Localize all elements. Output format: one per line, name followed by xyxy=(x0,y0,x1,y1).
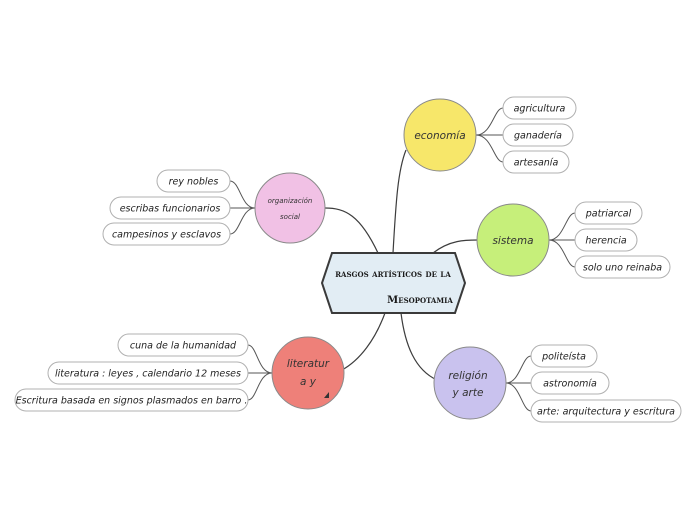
sistema-label: sistema xyxy=(492,235,533,247)
organizacion-leaf-connectors xyxy=(229,180,256,235)
organizacion-circle xyxy=(254,172,326,244)
religion-label-line2: y arte xyxy=(452,387,484,399)
leaf-ganaderia[interactable]: ganadería xyxy=(502,123,574,147)
leaf-escritura-barro[interactable]: Escritura basada en signos plasmados en … xyxy=(14,388,249,412)
leaf-rey-nobles[interactable]: rey nobles xyxy=(156,169,231,193)
religion-label-line1: religión xyxy=(448,370,487,382)
central-topic-line2: Mesopotamia xyxy=(387,295,453,306)
leaf-cuna-humanidad[interactable]: cuna de la humanidad xyxy=(117,333,249,357)
literatura-label-line1: literatur xyxy=(287,358,330,370)
leaf-literatura-leyes[interactable]: literatura : leyes , calendario 12 meses xyxy=(47,361,249,385)
religion-circle xyxy=(433,346,507,420)
leaf-label: astronomía xyxy=(543,379,597,390)
literatura-circle xyxy=(271,336,345,410)
leaf-escribas-funcionarios[interactable]: escribas funcionarios xyxy=(109,196,231,220)
leaf-label: solo uno reinaba xyxy=(583,263,662,274)
connector-organizacion xyxy=(324,207,379,254)
leaf-politeista[interactable]: politeísta xyxy=(530,344,598,368)
leaf-patriarcal[interactable]: patriarcal xyxy=(574,201,643,225)
leaf-label: ganadería xyxy=(514,131,562,142)
central-topic-line1: rasgos artísticos de la xyxy=(335,269,451,280)
economia-circle xyxy=(403,98,477,172)
topic-organizacion[interactable]: organización social xyxy=(254,172,326,244)
leaf-label: cuna de la humanidad xyxy=(130,341,237,352)
leaf-arte-arquitectura[interactable]: arte: arquitectura y escritura xyxy=(530,399,682,423)
connector-economia xyxy=(392,149,407,254)
sistema-leaf-connectors xyxy=(548,212,576,268)
central-topic-shape xyxy=(320,252,467,314)
leaf-label: arte: arquitectura y escritura xyxy=(537,407,675,418)
connector-sistema xyxy=(432,239,479,254)
literatura-leaf-connectors xyxy=(247,344,273,401)
leaf-label: literatura : leyes , calendario 12 meses xyxy=(55,369,241,380)
leaf-label: campesinos y esclavos xyxy=(112,230,221,241)
leaf-label: agricultura xyxy=(514,104,566,115)
connector-religion xyxy=(400,312,438,381)
collapse-triangle-icon[interactable] xyxy=(324,392,329,398)
topic-religion[interactable]: religión y arte xyxy=(433,346,507,420)
leaf-label: rey nobles xyxy=(169,177,219,188)
leaf-astronomia[interactable]: astronomía xyxy=(530,371,610,395)
economia-leaf-connectors xyxy=(475,107,504,163)
leaf-label: artesanía xyxy=(514,158,559,169)
economia-label: economía xyxy=(414,130,465,142)
topic-economia[interactable]: economía xyxy=(403,98,477,172)
leaf-label: politeísta xyxy=(541,352,586,363)
religion-leaf-connectors xyxy=(505,355,532,412)
organizacion-label-line2: social xyxy=(280,213,300,221)
leaf-artesania[interactable]: artesanía xyxy=(502,150,570,174)
topic-sistema[interactable]: sistema xyxy=(476,203,550,277)
leaf-label: escribas funcionarios xyxy=(120,204,221,215)
leaf-solo-uno-reinaba[interactable]: solo uno reinaba xyxy=(574,255,671,279)
leaf-label: herencia xyxy=(585,236,626,247)
topic-literatura[interactable]: literatur a y xyxy=(271,336,345,410)
literatura-label-line2: a y xyxy=(300,376,317,388)
sistema-circle xyxy=(476,203,550,277)
leaf-campesinos-esclavos[interactable]: campesinos y esclavos xyxy=(102,222,231,246)
central-topic[interactable]: rasgos artísticos de la Mesopotamia xyxy=(320,252,467,314)
leaf-label: patriarcal xyxy=(585,209,632,220)
leaf-herencia[interactable]: herencia xyxy=(574,228,638,252)
leaf-label: Escritura basada en signos plasmados en … xyxy=(16,396,248,407)
leaf-agricultura[interactable]: agricultura xyxy=(502,96,577,120)
organizacion-label-line1: organización xyxy=(268,197,313,205)
connector-literatura xyxy=(341,312,386,371)
